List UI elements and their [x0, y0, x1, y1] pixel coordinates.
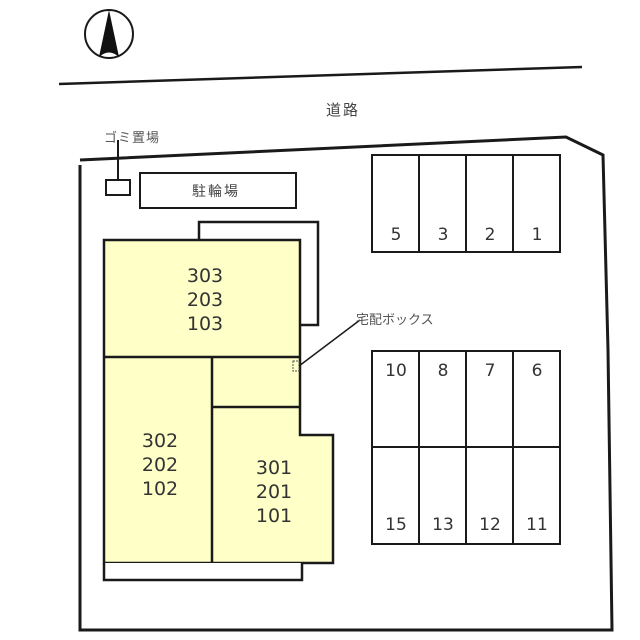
parking-space-number: 6 [531, 361, 543, 381]
north-arrow-icon [84, 9, 134, 59]
parking-space-number: 11 [526, 515, 548, 535]
delivery-box-label: 宅配ボックス [356, 313, 434, 328]
road-edge-line [58, 65, 583, 86]
road-label: 道路 [326, 101, 361, 119]
parking-block-lower [371, 350, 561, 545]
parking-row-top [371, 154, 561, 253]
parking-space-number: 3 [437, 225, 449, 245]
lot-boundary [78, 135, 614, 632]
room-number: 102 [141, 478, 179, 500]
room-number: 202 [141, 454, 179, 476]
bicycle-parking [139, 172, 297, 209]
garbage-area-label: ゴミ置場 [104, 131, 161, 146]
parking-space-number: 5 [390, 225, 402, 245]
parking-space-number: 2 [484, 225, 496, 245]
room-number: 201 [255, 481, 293, 503]
unit-block-west: 302 202 102 [115, 429, 205, 501]
parking-space-number: 7 [484, 361, 496, 381]
garbage-area [105, 179, 131, 196]
room-number: 302 [141, 430, 179, 452]
room-number: 101 [255, 505, 293, 527]
room-number: 203 [186, 289, 224, 311]
parking-space-number: 8 [437, 361, 449, 381]
bicycle-parking-label: 駐輪場 [192, 184, 240, 200]
parking-space-number: 10 [385, 361, 407, 381]
parking-space-number: 1 [531, 225, 543, 245]
room-number: 301 [255, 457, 293, 479]
unit-block-east: 301 201 101 [229, 456, 319, 528]
unit-block-north: 303 203 103 [160, 264, 250, 336]
balcony [102, 563, 304, 582]
room-number: 103 [186, 313, 224, 335]
room-number: 303 [186, 265, 224, 287]
parking-space-number: 15 [385, 515, 407, 535]
parking-space-number: 12 [479, 515, 501, 535]
parking-space-number: 13 [432, 515, 454, 535]
